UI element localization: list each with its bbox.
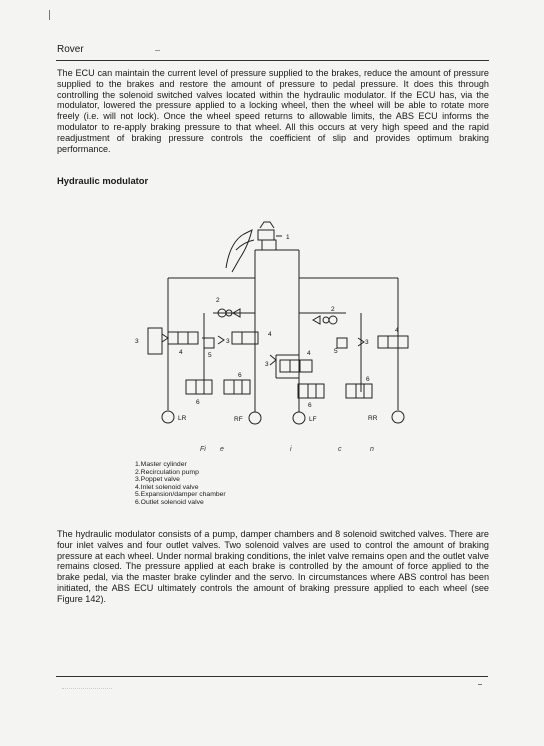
legend-item: 3.Poppet valve (135, 476, 180, 484)
label-pump-right: 2 (331, 306, 335, 313)
label-poppet-center: 3 (265, 361, 269, 368)
center-valve-group: 3 4 (265, 350, 313, 373)
wheel-lf: LF (292, 395, 317, 425)
legend-item: 5.Expansion/damper chamber (135, 491, 226, 499)
label-outlet-left-a: 6 (196, 399, 200, 406)
caption-part-1: Fi (200, 446, 206, 453)
page-header-title: Rover (57, 44, 84, 55)
footer-mark (478, 684, 482, 685)
recirculation-pump-right: 2 (311, 306, 338, 325)
wheel-lr: LR (161, 410, 187, 424)
label-pump-left: 2 (216, 297, 220, 304)
legend-item: 6.Outlet solenoid valve (135, 498, 204, 506)
label-outlet-right-b: 6 (366, 376, 370, 383)
left-outer-valve-group: 3 4 (135, 327, 204, 356)
left-outlet-valves: 6 6 (185, 372, 251, 406)
wheel-label-lr: LR (178, 415, 187, 422)
wheel-label-lf: LF (309, 416, 317, 423)
right-outlet-valves: 6 6 (297, 376, 373, 409)
wheel-label-rr: RR (368, 415, 378, 422)
caption-part-2: e (220, 446, 224, 453)
label-poppet-inner-left: 3 (226, 338, 230, 345)
caption-part-5: n (370, 446, 374, 453)
label-outlet-right-a: 6 (308, 402, 312, 409)
footer-faint-mark (62, 688, 112, 691)
label-poppet-outer-right: 3 (365, 339, 369, 346)
legend-item: 4.Inlet solenoid valve (135, 483, 199, 491)
footer-rule (56, 676, 488, 677)
legend-item: 2.Recirculation pump (135, 468, 199, 476)
label-outlet-left-b: 6 (238, 372, 242, 379)
legend-item: 1.Master cylinder (135, 461, 187, 468)
scan-mark (49, 10, 50, 20)
section-heading: Hydraulic modulator (57, 175, 149, 186)
label-inlet-outer-left: 4 (179, 349, 183, 356)
body-paragraph: The hydraulic modulator consists of a pu… (57, 529, 489, 604)
left-inner-valve-group: 5 3 4 (203, 331, 272, 359)
intro-paragraph: The ECU can maintain the current level o… (57, 68, 489, 154)
right-outer-valve-group: 3 4 (357, 327, 409, 349)
master-cylinder: 1 (225, 221, 290, 273)
figure-caption: Fi e i c n (190, 446, 390, 458)
recirculation-pump-left: 2 (216, 297, 241, 318)
caption-part-4: c (338, 446, 342, 453)
label-master: 1 (286, 234, 290, 241)
label-poppet-outer-left: 3 (135, 338, 139, 345)
header-mark (155, 50, 160, 51)
caption-part-3: i (290, 446, 292, 453)
label-inlet-inner-left: 4 (268, 331, 272, 338)
right-inner-valve-group: 5 (334, 337, 348, 355)
wheel-rr: RR (368, 410, 405, 424)
label-inlet-outer-right: 4 (395, 327, 399, 334)
label-exp-inner-left: 5 (208, 352, 212, 359)
wheel-label-rf: RF (234, 416, 243, 423)
hydraulic-modulator-diagram: 1 2 2 (135, 221, 409, 425)
header-rule (56, 60, 489, 61)
label-inlet-center-left: 4 (307, 350, 311, 357)
label-exp-inner-right: 5 (334, 348, 338, 355)
diagram-legend: 1.Master cylinder 2.Recirculation pump 3… (135, 461, 226, 507)
wheel-rf: RF (234, 392, 262, 425)
